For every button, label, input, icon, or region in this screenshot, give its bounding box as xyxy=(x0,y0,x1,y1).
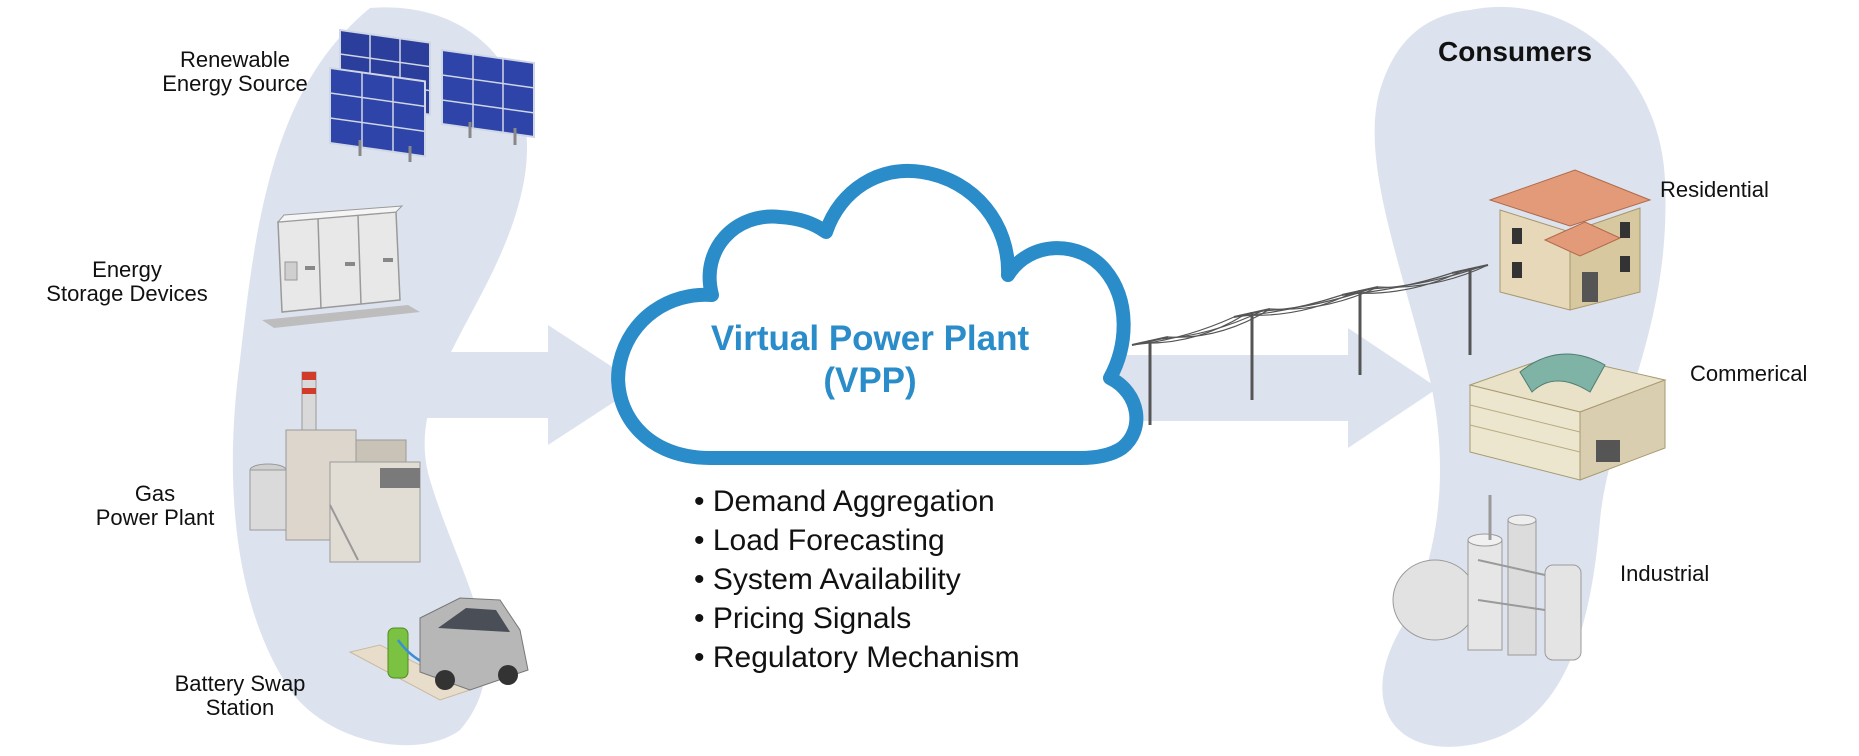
function-item: Load Forecasting xyxy=(694,521,1020,560)
source-label-line: Gas xyxy=(134,481,176,506)
sources-backdrop xyxy=(232,7,528,746)
function-item: Regulatory Mechanism xyxy=(694,638,1020,677)
source-label-line: Energy Source xyxy=(162,71,308,96)
function-item: System Availability xyxy=(694,560,1020,599)
source-label-line: Power Plant xyxy=(95,505,215,530)
source-label-line: Renewable xyxy=(179,47,291,72)
vpp-functions-list: Demand Aggregation Load Forecasting Syst… xyxy=(694,482,1020,677)
ev-charging-car-icon xyxy=(348,597,529,701)
solar-panel-icon xyxy=(329,28,535,162)
flow-arrow-to-consumers xyxy=(1090,328,1438,448)
consumer-label-industrial: Industrial xyxy=(1620,561,1710,586)
consumer-label-residential: Residential xyxy=(1660,177,1769,202)
power-line-icon xyxy=(1131,264,1489,425)
source-label-renewable: Renewable Energy Source xyxy=(135,48,335,96)
consumers-title: Consumers xyxy=(1438,36,1593,67)
house-icon xyxy=(1488,169,1652,311)
source-label-line: Battery Swap xyxy=(174,671,306,696)
vpp-title-line-2: (VPP) xyxy=(823,361,917,400)
vpp-title-line-1: Virtual Power Plant xyxy=(710,319,1030,358)
gas-plant-icon xyxy=(249,371,421,563)
commercial-building-icon xyxy=(1468,353,1667,481)
function-item: Pricing Signals xyxy=(694,599,1020,638)
source-label-line: Station xyxy=(205,695,275,720)
vpp-cloud-shape xyxy=(611,163,1144,465)
source-label-storage: Energy Storage Devices xyxy=(22,258,232,306)
source-label-battery-swap: Battery Swap Station xyxy=(155,672,325,720)
flow-arrow-to-vpp xyxy=(415,325,640,445)
storage-cabinet-icon xyxy=(262,205,420,328)
consumer-label-commercial: Commerical xyxy=(1690,361,1808,386)
source-label-line: Storage Devices xyxy=(46,281,208,306)
vpp-title: Virtual Power Plant (VPP) xyxy=(650,318,1090,402)
function-item: Demand Aggregation xyxy=(694,482,1020,521)
source-label-gas-plant: Gas Power Plant xyxy=(70,482,240,530)
industrial-plant-icon xyxy=(1392,495,1582,661)
source-label-line: Energy xyxy=(92,257,162,282)
